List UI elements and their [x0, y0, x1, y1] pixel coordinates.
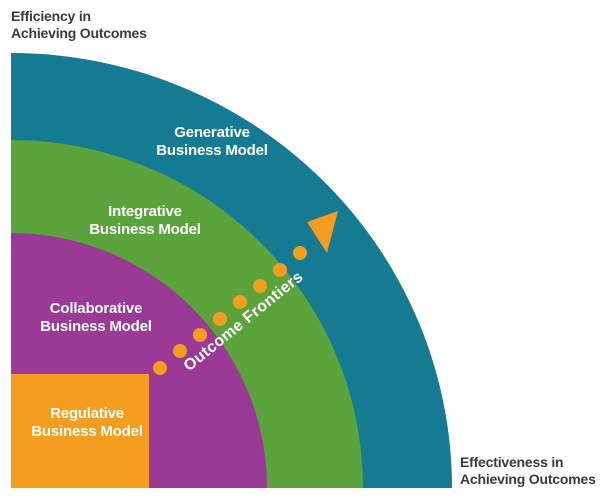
label-integrative-business-model: Integrative Business Model: [89, 203, 201, 238]
square-regulative-business-model: [11, 374, 149, 488]
x-axis-label: Effectiveness in Achieving Outcomes: [460, 454, 596, 487]
label-regulative-business-model: Regulative Business Model: [31, 405, 143, 440]
label-generative-business-model: Generative Business Model: [156, 124, 268, 159]
y-axis-label: Efficiency in Achieving Outcomes: [11, 8, 147, 41]
label-collaborative-business-model: Collaborative Business Model: [40, 300, 152, 335]
